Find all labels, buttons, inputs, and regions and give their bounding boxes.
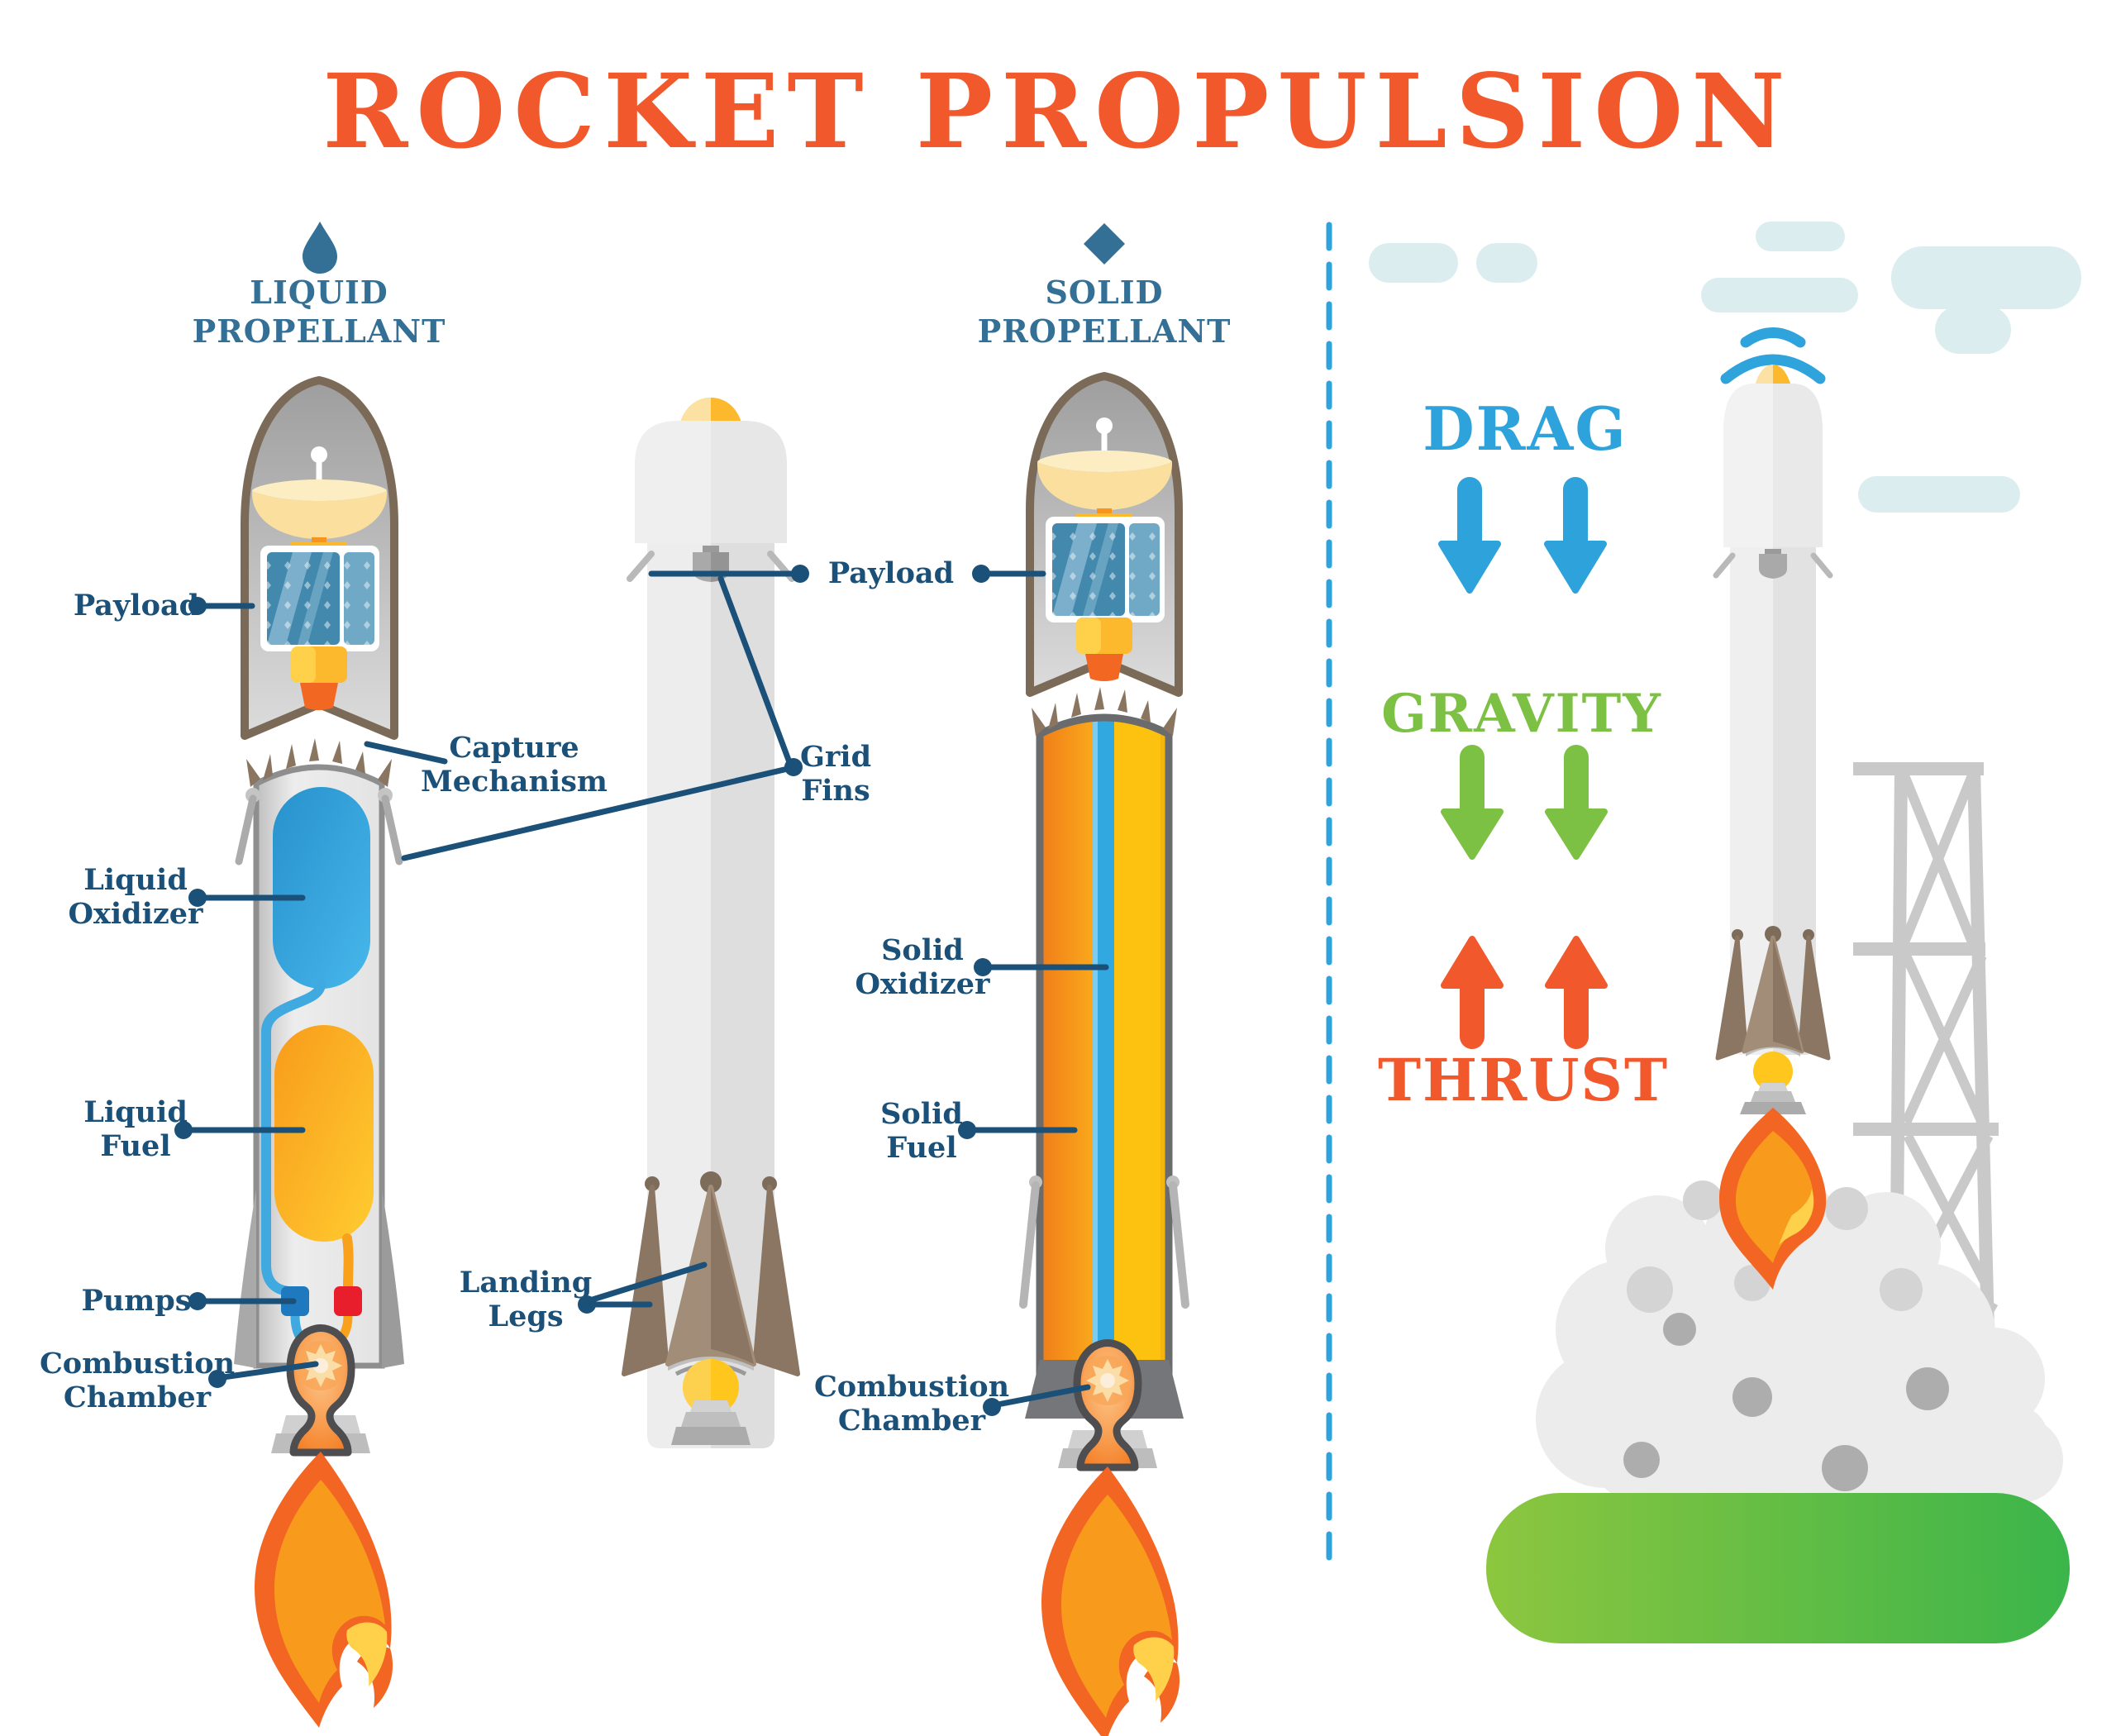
thrust-label: THRUST [1377,1046,1670,1114]
smoke-plume [1536,1169,2063,1506]
grid-fin-strut [627,551,655,582]
solid-oxidizer-callout [974,958,1109,976]
engine-bell [1753,1052,1793,1091]
launch-scene [1369,222,2081,1643]
label-landing-legs: Landing Legs [459,1266,593,1333]
callout-lines [174,565,1109,1416]
pumps-callout [188,1292,297,1310]
drag-arrows [1438,477,1607,594]
gravity-label: GRAVITY [1381,683,1662,745]
label-solid-fuel: Solid Fuel [880,1097,963,1165]
shockwave-arc [1740,327,1806,348]
tail-fin [234,1189,256,1368]
solid-propellant-heading: SOLID PROPELLANT [977,274,1232,350]
liquid-fuel-callout [174,1121,306,1139]
ascending-rocket [1713,327,1833,1114]
label-liquid-oxidizer: Liquid Oxidizer [68,863,203,931]
solid-fuel-callout [958,1121,1078,1139]
liquid-propellant-heading: LIQUID PROPELLANT [192,274,446,350]
solid-payload-fairing [1026,372,1183,697]
liquid-rocket-illustration [234,376,404,1728]
label-solid-oxidizer: Solid Oxidizer [855,933,990,1001]
payload-left-callout [188,597,255,615]
label-payload-left: Payload [73,589,200,622]
drag-label: DRAG [1423,393,1628,464]
tail-fin [382,1189,404,1368]
combustion-left-callout [208,1361,319,1388]
oxidizer-pipe [261,979,326,1296]
landing-legs-callout [578,1261,708,1314]
launch-pad-ground [1486,1493,2070,1643]
liquid-oxidizer-tank [273,787,370,989]
capture-mechanism-callout [364,741,448,765]
grid-fins-callout [401,575,803,861]
liquid-booster-body [234,738,404,1369]
thrust-arrows [1441,936,1608,1049]
landing-legs [622,1171,800,1376]
label-payload-center: Payload [827,556,955,590]
label-combustion-chamber-right: Combustion Chamber [813,1370,1010,1438]
label-grid-fins: Grid Fins [799,740,872,808]
diamond-icon [1084,223,1125,265]
support-leg [1019,1181,1040,1309]
grid-fin [1759,554,1787,579]
liquid-oxidizer-callout [188,889,306,907]
payload-center-callout [648,565,1046,583]
label-pumps: Pumps [81,1284,192,1318]
liquid-fuel-tank [274,1025,374,1242]
liquid-payload-fairing [241,376,398,740]
solid-fuel-column [1040,718,1093,1405]
gravity-arrows [1441,745,1608,860]
label-combustion-chamber-left: Combustion Chamber [39,1347,236,1414]
droplet-icon [303,222,337,274]
reusable-booster-illustration [622,398,800,1448]
combustion-right-callout [983,1384,1091,1416]
liquid-exhaust-flame [255,1452,393,1728]
folded-grid-fin-strut [381,794,403,866]
fuel-pump [334,1286,362,1316]
fuel-pipe [342,1233,354,1291]
shockwave-arc [1720,354,1826,384]
folded-grid-fin-strut [235,794,257,866]
solid-exhaust-flame [1041,1467,1180,1736]
support-leg [1169,1181,1189,1309]
label-capture-mechanism: Capture Mechanism [421,731,608,799]
launch-exhaust-flame [1719,1108,1827,1290]
clouds [1369,222,2081,513]
label-liquid-fuel: Liquid Fuel [83,1095,188,1163]
solid-rocket-illustration [1019,372,1189,1736]
page-title: ROCKET PROPULSION [322,52,1794,172]
